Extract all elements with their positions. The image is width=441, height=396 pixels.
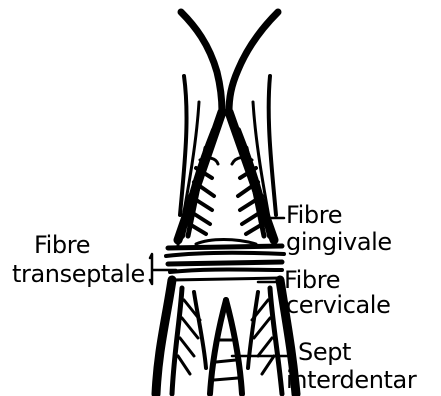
interdental-septum xyxy=(210,300,242,394)
transseptal-fiber-band xyxy=(166,240,284,281)
label-fibre-transeptale-line1: Fibre xyxy=(34,233,90,257)
label-fibre-transeptale-line2: transeptale xyxy=(12,262,145,286)
label-sept-interdentar-line1: Sept xyxy=(298,340,351,364)
label-fibre-gingivale-line1: Fibre xyxy=(286,203,342,227)
label-fibre-cervicale-line1: Fibre xyxy=(284,268,340,292)
papilla-tip-curls xyxy=(181,12,278,112)
label-fibre-gingivale-line2: gingivale xyxy=(286,230,392,254)
label-fibre-cervicale-line2: cervicale xyxy=(286,293,390,317)
label-sept-interdentar-line2: interdentar xyxy=(286,368,416,392)
